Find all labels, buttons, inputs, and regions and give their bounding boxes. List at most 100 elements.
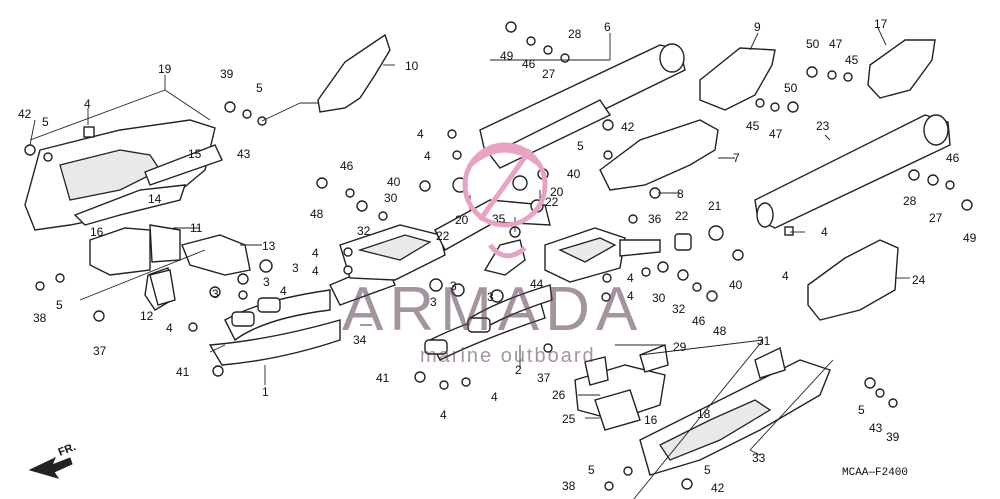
brand-watermark: ARMADA marine outboard (342, 142, 637, 367)
label-5: 5 (56, 298, 63, 312)
label-25: 25 (562, 412, 576, 426)
label-47: 47 (769, 127, 783, 141)
label-46: 46 (340, 159, 354, 173)
front-direction-marker: FR. (28, 441, 78, 479)
catalytic-converter-right (544, 227, 661, 283)
diagram-code: MCAA—F2400 (842, 467, 908, 479)
label-16: 16 (90, 225, 104, 239)
label-22: 22 (675, 209, 689, 223)
label-20: 20 (550, 185, 564, 199)
label-39: 39 (220, 67, 234, 81)
label-47: 47 (829, 37, 843, 51)
lower-right-shield-group (574, 344, 831, 476)
catalytic-converter-left (339, 224, 446, 281)
label-3: 3 (430, 295, 437, 309)
label-8: 8 (677, 187, 684, 201)
label-5: 5 (704, 463, 711, 477)
label-7: 7 (733, 151, 740, 165)
label-4: 4 (417, 127, 424, 141)
label-38: 38 (33, 311, 47, 325)
label-5: 5 (42, 115, 49, 129)
label-4: 4 (782, 269, 789, 283)
label-38: 38 (562, 479, 576, 493)
label-5: 5 (588, 463, 595, 477)
label-16: 16 (644, 413, 658, 427)
hanger-12 (149, 269, 176, 306)
label-30: 30 (384, 191, 398, 205)
label-17: 17 (874, 17, 888, 31)
label-32: 32 (672, 302, 686, 316)
label-34: 34 (353, 333, 367, 347)
label-27: 27 (929, 211, 943, 225)
label-46: 46 (946, 151, 960, 165)
label-4: 4 (166, 321, 173, 335)
label-3: 3 (212, 287, 219, 301)
label-43: 43 (869, 421, 883, 435)
label-42: 42 (621, 120, 635, 134)
label-26: 26 (552, 388, 566, 402)
label-31: 31 (757, 334, 771, 348)
label-2: 2 (515, 363, 522, 377)
label-39: 39 (886, 430, 900, 444)
label-22: 22 (545, 195, 559, 209)
label-3: 3 (263, 275, 270, 289)
label-41: 41 (176, 365, 190, 379)
label-48: 48 (310, 207, 324, 221)
label-5: 5 (256, 81, 263, 95)
label-41: 41 (376, 371, 390, 385)
label-12: 12 (140, 309, 154, 323)
label-4: 4 (821, 225, 828, 239)
leader-lines (29, 27, 910, 499)
label-40: 40 (567, 167, 581, 181)
label-33: 33 (752, 451, 766, 465)
label-40: 40 (729, 278, 743, 292)
label-28: 28 (568, 27, 582, 41)
part-10-cover (317, 33, 391, 113)
part-number-labels: 42 5 4 19 39 5 43 10 15 14 16 11 13 38 5… (18, 17, 977, 495)
label-9: 9 (754, 20, 761, 34)
label-5: 5 (858, 403, 865, 417)
label-5: 5 (577, 139, 584, 153)
label-20: 20 (455, 213, 469, 227)
muffler-cap-17 (867, 39, 936, 99)
label-14: 14 (148, 192, 162, 206)
label-48: 48 (713, 324, 727, 338)
label-29: 29 (673, 340, 687, 354)
label-1: 1 (262, 385, 269, 399)
label-37: 37 (93, 344, 107, 358)
watermark-tagline: marine outboard (420, 345, 596, 367)
label-4: 4 (84, 97, 91, 111)
label-10: 10 (405, 59, 419, 73)
label-21: 21 (708, 199, 722, 213)
label-49: 49 (963, 231, 977, 245)
label-13: 13 (262, 239, 276, 253)
label-37: 37 (537, 371, 551, 385)
front-label: FR. (57, 441, 78, 459)
label-6: 6 (604, 20, 611, 34)
crossover-pipe (434, 199, 551, 251)
label-19: 19 (158, 62, 172, 76)
label-30: 30 (652, 291, 666, 305)
label-50: 50 (784, 81, 798, 95)
front-arrow-icon (28, 456, 73, 479)
label-3: 3 (487, 290, 494, 304)
label-50: 50 (806, 37, 820, 51)
label-22: 22 (436, 229, 450, 243)
label-32: 32 (357, 224, 371, 238)
label-11: 11 (190, 221, 203, 235)
label-4: 4 (312, 264, 319, 278)
label-28: 28 (903, 194, 917, 208)
exhaust-pipe-assembly-2 (424, 284, 553, 361)
label-40: 40 (387, 175, 401, 189)
label-4: 4 (312, 246, 319, 260)
label-45: 45 (746, 119, 760, 133)
heat-shield-24 (807, 239, 899, 321)
label-3: 3 (292, 261, 299, 275)
label-46: 46 (692, 314, 706, 328)
label-18: 18 (697, 407, 711, 421)
label-42: 42 (711, 481, 725, 495)
label-4: 4 (280, 284, 287, 298)
label-4: 4 (424, 149, 431, 163)
brand-logo (462, 142, 548, 259)
